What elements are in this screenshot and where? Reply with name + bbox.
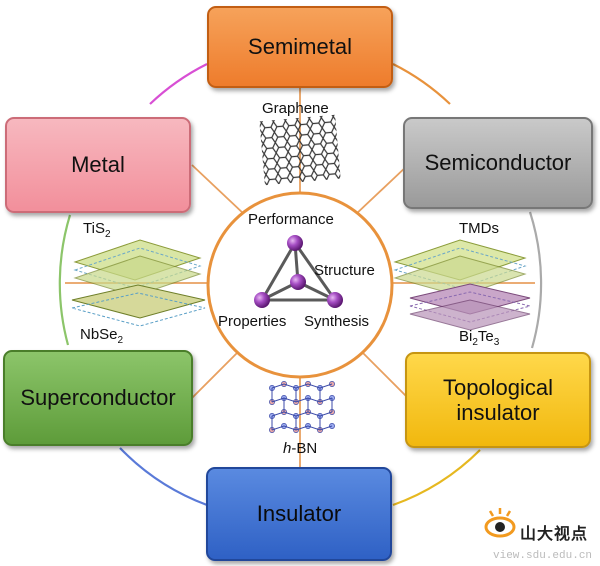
vertex-structure bbox=[290, 274, 306, 290]
vertex-properties bbox=[254, 292, 270, 308]
synthesis-label: Synthesis bbox=[304, 313, 370, 330]
watermark-title: 山大视点 bbox=[520, 526, 589, 543]
insulator-label: Insulator bbox=[256, 501, 342, 527]
tmds-label: TMDs bbox=[459, 220, 499, 237]
hbn-lattice bbox=[269, 381, 335, 433]
semimetal-box: Semimetal bbox=[207, 6, 393, 88]
insulator-box: Insulator bbox=[206, 467, 392, 561]
graphene-lattice bbox=[259, 114, 341, 186]
nbse2-crystal bbox=[71, 284, 206, 327]
structure-label: Structure bbox=[314, 262, 375, 279]
semiconductor-box: Semiconductor bbox=[403, 117, 593, 209]
nbse2-label: NbSe2 bbox=[80, 326, 124, 346]
vertex-synthesis bbox=[327, 292, 343, 308]
properties-label: Properties bbox=[218, 313, 287, 330]
metal-label: Metal bbox=[71, 152, 125, 178]
tmds-crystal bbox=[393, 239, 527, 297]
superconductor-label: Superconductor bbox=[20, 385, 176, 411]
watermark-logo bbox=[484, 508, 516, 538]
semimetal-label: Semimetal bbox=[248, 34, 352, 60]
hbn-label: h-BN bbox=[283, 440, 318, 457]
hbn-bonds bbox=[271, 383, 333, 431]
tis2-label: TiS2 bbox=[83, 220, 111, 240]
bi2te3-crystal bbox=[409, 283, 531, 331]
topological-insulator-box: Topological insulator bbox=[405, 352, 591, 448]
superconductor-box: Superconductor bbox=[3, 350, 193, 446]
graphene-label: Graphene bbox=[262, 100, 329, 117]
topological-label-line2: insulator bbox=[456, 400, 540, 425]
bi2te3-label: Bi2Te3 bbox=[459, 328, 500, 348]
semiconductor-label: Semiconductor bbox=[424, 150, 572, 176]
watermark-url: view.sdu.edu.cn bbox=[493, 550, 593, 562]
performance-label: Performance bbox=[248, 211, 334, 228]
outer-ring bbox=[58, 63, 543, 507]
vertex-performance bbox=[287, 235, 303, 251]
metal-box: Metal bbox=[5, 117, 191, 213]
topological-label-line1: Topological bbox=[442, 374, 554, 400]
